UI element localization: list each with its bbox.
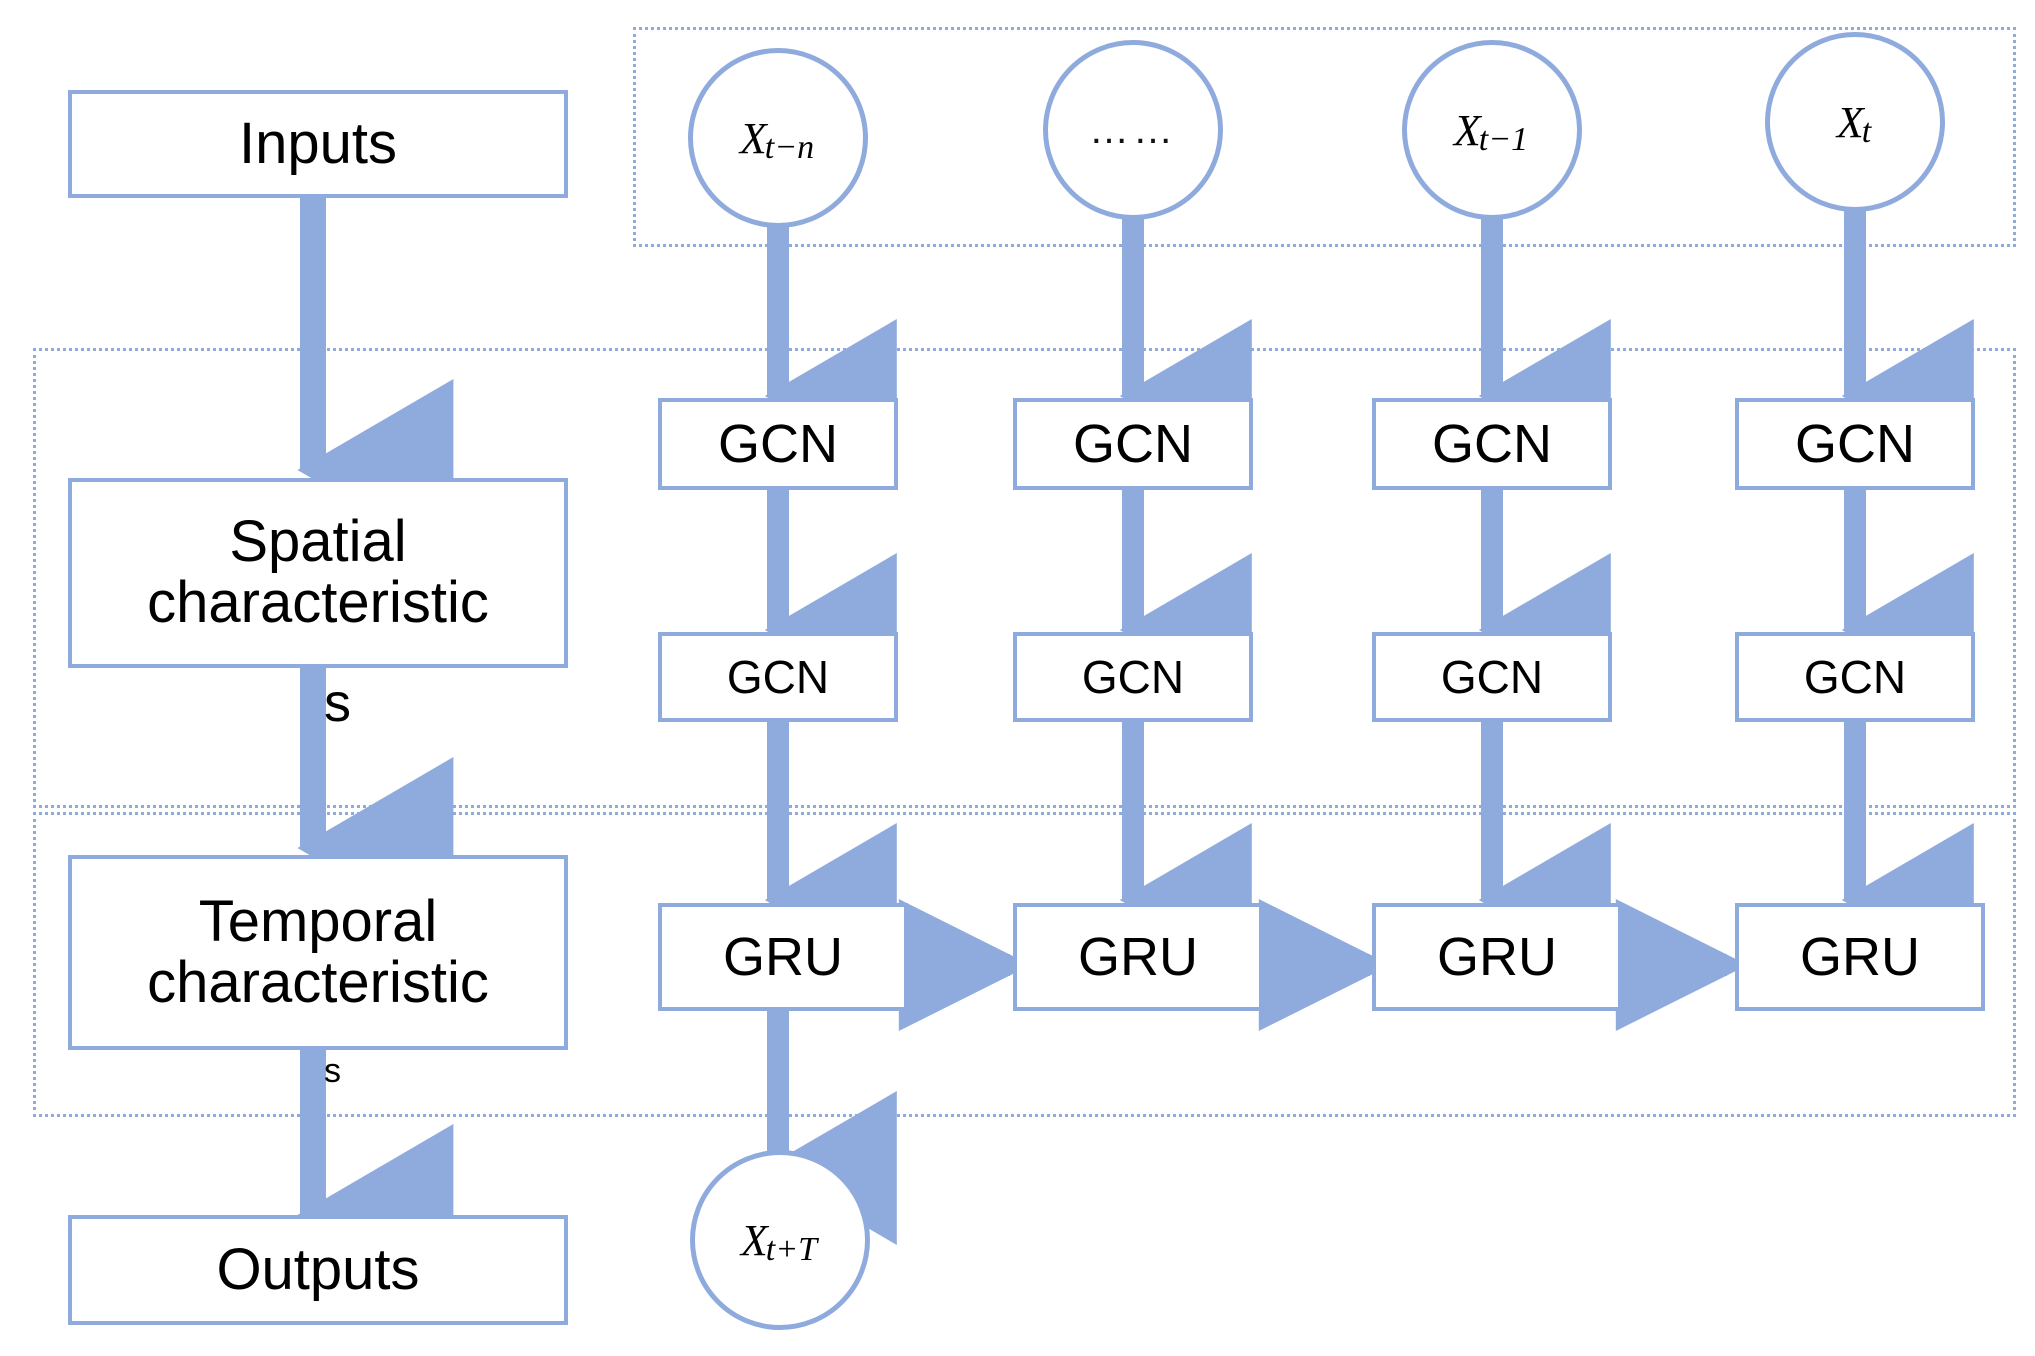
temporal-characteristic-box[interactable]: Temporal characteristic <box>68 855 568 1050</box>
output-node-subscript: t+T <box>765 1231 818 1268</box>
gru-node-2[interactable]: GRU <box>1013 903 1263 1011</box>
temporal-region-frame <box>33 812 2016 1117</box>
input-node-subscript: t−n <box>764 129 815 166</box>
input-node-base: X <box>739 113 767 163</box>
gcn-node-1-3[interactable]: GCN <box>1372 398 1612 490</box>
gru-node-3[interactable]: GRU <box>1372 903 1622 1011</box>
temporal-label-overflow-artifact: s <box>324 1052 341 1090</box>
input-node-subscript: t−1 <box>1478 121 1529 158</box>
outputs-box[interactable]: Outputs <box>68 1215 568 1325</box>
gcn-node-2-4[interactable]: GCN <box>1735 632 1975 722</box>
output-node-base: X <box>740 1215 768 1265</box>
ellipsis-label: …… <box>1089 107 1177 152</box>
inputs-box[interactable]: Inputs <box>68 90 568 198</box>
input-node-base: X <box>1453 105 1481 155</box>
gcn-node-2-1[interactable]: GCN <box>658 632 898 722</box>
gcn-node-1-4[interactable]: GCN <box>1735 398 1975 490</box>
gcn-node-2-3[interactable]: GCN <box>1372 632 1612 722</box>
input-region-frame <box>633 27 2016 247</box>
gcn-node-2-2[interactable]: GCN <box>1013 632 1253 722</box>
spatial-characteristic-box[interactable]: Spatial characteristic <box>68 478 568 668</box>
input-node-ellipsis[interactable]: …… <box>1043 40 1223 220</box>
gru-node-4[interactable]: GRU <box>1735 903 1985 1011</box>
gcn-node-1-1[interactable]: GCN <box>658 398 898 490</box>
gcn-node-1-2[interactable]: GCN <box>1013 398 1253 490</box>
spatial-region-frame <box>33 348 2016 808</box>
gru-node-1[interactable]: GRU <box>658 903 908 1011</box>
input-node-subscript: t <box>1861 113 1872 150</box>
input-node-base: X <box>1836 97 1864 147</box>
spatial-label-overflow-artifact: s <box>324 673 351 733</box>
